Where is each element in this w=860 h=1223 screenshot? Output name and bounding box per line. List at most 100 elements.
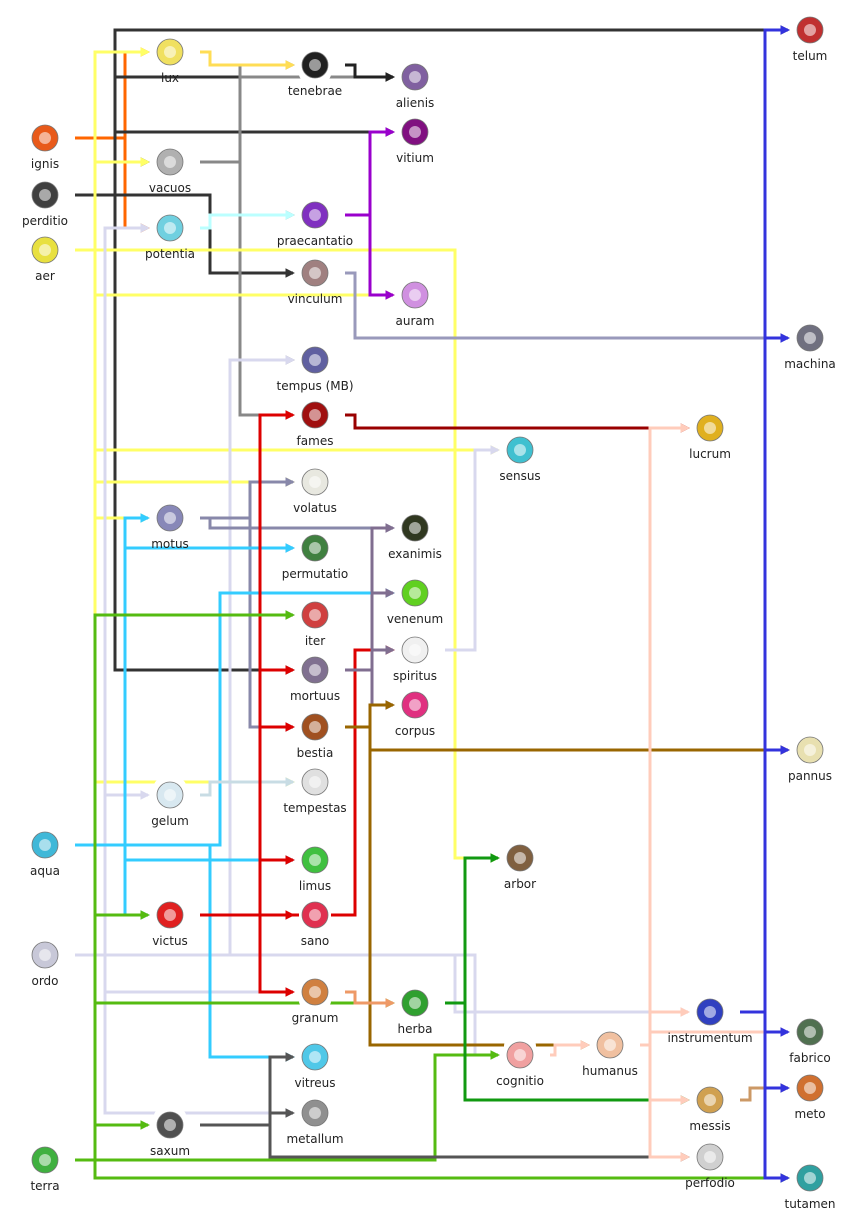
tutamen-icon [794, 1162, 826, 1194]
edge-ordo-cognitio [75, 953, 500, 1060]
edge-victus-bestia [200, 722, 295, 917]
node-alienis: alienis [396, 61, 435, 110]
edge-victus-limus [200, 855, 295, 917]
node-label: bestia [297, 746, 334, 760]
node-label: tempestas [283, 801, 346, 815]
edge-humanus-fabrico [640, 1027, 790, 1047]
pannus-icon [794, 734, 826, 766]
node-label: corpus [395, 724, 435, 738]
edge-terra-victus [75, 910, 150, 1162]
node-label: auram [396, 314, 435, 328]
node-vitreus: vitreus [294, 1041, 336, 1090]
node-ignis: ignis [29, 122, 61, 171]
edge-aqua-victus [75, 843, 150, 920]
node-victus: victus [152, 899, 188, 948]
edge-humanus-messis [640, 1043, 690, 1105]
edge-perditio-alienis [75, 72, 395, 197]
edge-ordo-gelum [75, 790, 150, 957]
node-label: perfodio [685, 1176, 735, 1190]
meto-icon [794, 1072, 826, 1104]
node-label: potentia [145, 247, 195, 261]
perditio-icon [29, 179, 61, 211]
node-potentia: potentia [145, 212, 195, 261]
node-volatus: volatus [293, 466, 337, 515]
node-metallum: metallum [286, 1097, 344, 1146]
edge-granum-herba [345, 990, 395, 1008]
node-permutatio: permutatio [282, 532, 348, 581]
node-tenebrae: tenebrae [288, 49, 342, 98]
edge-aer-motus [75, 248, 150, 523]
node-terra: terra [29, 1144, 61, 1193]
node-tutamen: tutamen [784, 1162, 836, 1211]
node-label: tutamen [784, 1197, 835, 1211]
corpus-icon [399, 689, 431, 721]
node-motus: motus [151, 502, 189, 551]
edge-aer-vacuos [75, 157, 150, 252]
edge-victus-mortuus [200, 665, 295, 917]
edge-bestia-corpus [345, 700, 395, 729]
node-humanus: humanus [582, 1029, 638, 1078]
ordo-icon [29, 939, 61, 971]
node-label: spiritus [393, 669, 437, 683]
node-label: motus [151, 537, 189, 551]
edge-vacuos-tempus [200, 160, 295, 365]
edge-humanus-lucrum [640, 423, 690, 1047]
node-meto: meto [794, 1072, 826, 1121]
edge-aer-sensus [75, 248, 500, 455]
vacuos-icon [154, 146, 186, 178]
edge-motus-volatus [200, 477, 295, 520]
edge-instrumentum-tutamen [740, 1010, 790, 1183]
edge-saxum-perfodio [200, 1123, 690, 1162]
bestia-icon [299, 711, 331, 743]
cognitio-icon [504, 1039, 536, 1071]
granum-icon [299, 976, 331, 1008]
herba-icon [399, 987, 431, 1019]
node-saxum: saxum [150, 1109, 190, 1158]
node-label: humanus [582, 1064, 638, 1078]
node-label: ordo [31, 974, 58, 988]
fames-icon [299, 399, 331, 431]
node-label: mortuus [290, 689, 340, 703]
node-label: lux [161, 71, 179, 85]
messis-icon [694, 1084, 726, 1116]
edge-vacuos-tenebrae [200, 60, 295, 164]
node-label: victus [152, 934, 188, 948]
node-pannus: pannus [788, 734, 832, 783]
node-telum: telum [793, 14, 828, 63]
node-label: exanimis [388, 547, 442, 561]
node-label: arbor [504, 877, 536, 891]
edge-praecantatio-auram [345, 213, 395, 300]
node-herba: herba [398, 987, 432, 1036]
node-label: tempus (MB) [276, 379, 353, 393]
edge-gelum-tempestas [200, 777, 295, 797]
exanimis-icon [399, 512, 431, 544]
edge-vinculum-machina [345, 271, 790, 343]
lucrum-icon [694, 412, 726, 444]
node-perfodio: perfodio [685, 1141, 735, 1190]
node-label: meto [794, 1107, 825, 1121]
node-limus: limus [299, 844, 331, 893]
node-label: limus [299, 879, 331, 893]
motus-icon [154, 502, 186, 534]
node-label: gelum [151, 814, 189, 828]
gelum-icon [154, 779, 186, 811]
aqua-icon [29, 829, 61, 861]
sensus-icon [504, 434, 536, 466]
node-lux: lux [154, 36, 186, 85]
edge-terra-saxum [75, 1120, 150, 1162]
edge-perditio-vinculum [75, 193, 295, 278]
node-label: aer [35, 269, 55, 283]
node-label: sensus [499, 469, 540, 483]
node-label: alienis [396, 96, 435, 110]
node-corpus: corpus [395, 689, 435, 738]
node-label: instrumentum [667, 1031, 752, 1045]
praecantatio-icon [299, 199, 331, 231]
node-label: saxum [150, 1144, 190, 1158]
node-label: telum [793, 49, 828, 63]
node-label: cognitio [496, 1074, 544, 1088]
node-venenum: venenum [387, 577, 443, 626]
node-label: metallum [286, 1132, 343, 1146]
perfodio-icon [694, 1141, 726, 1173]
edge-saxum-metallum [200, 1108, 295, 1127]
node-label: perditio [22, 214, 68, 228]
